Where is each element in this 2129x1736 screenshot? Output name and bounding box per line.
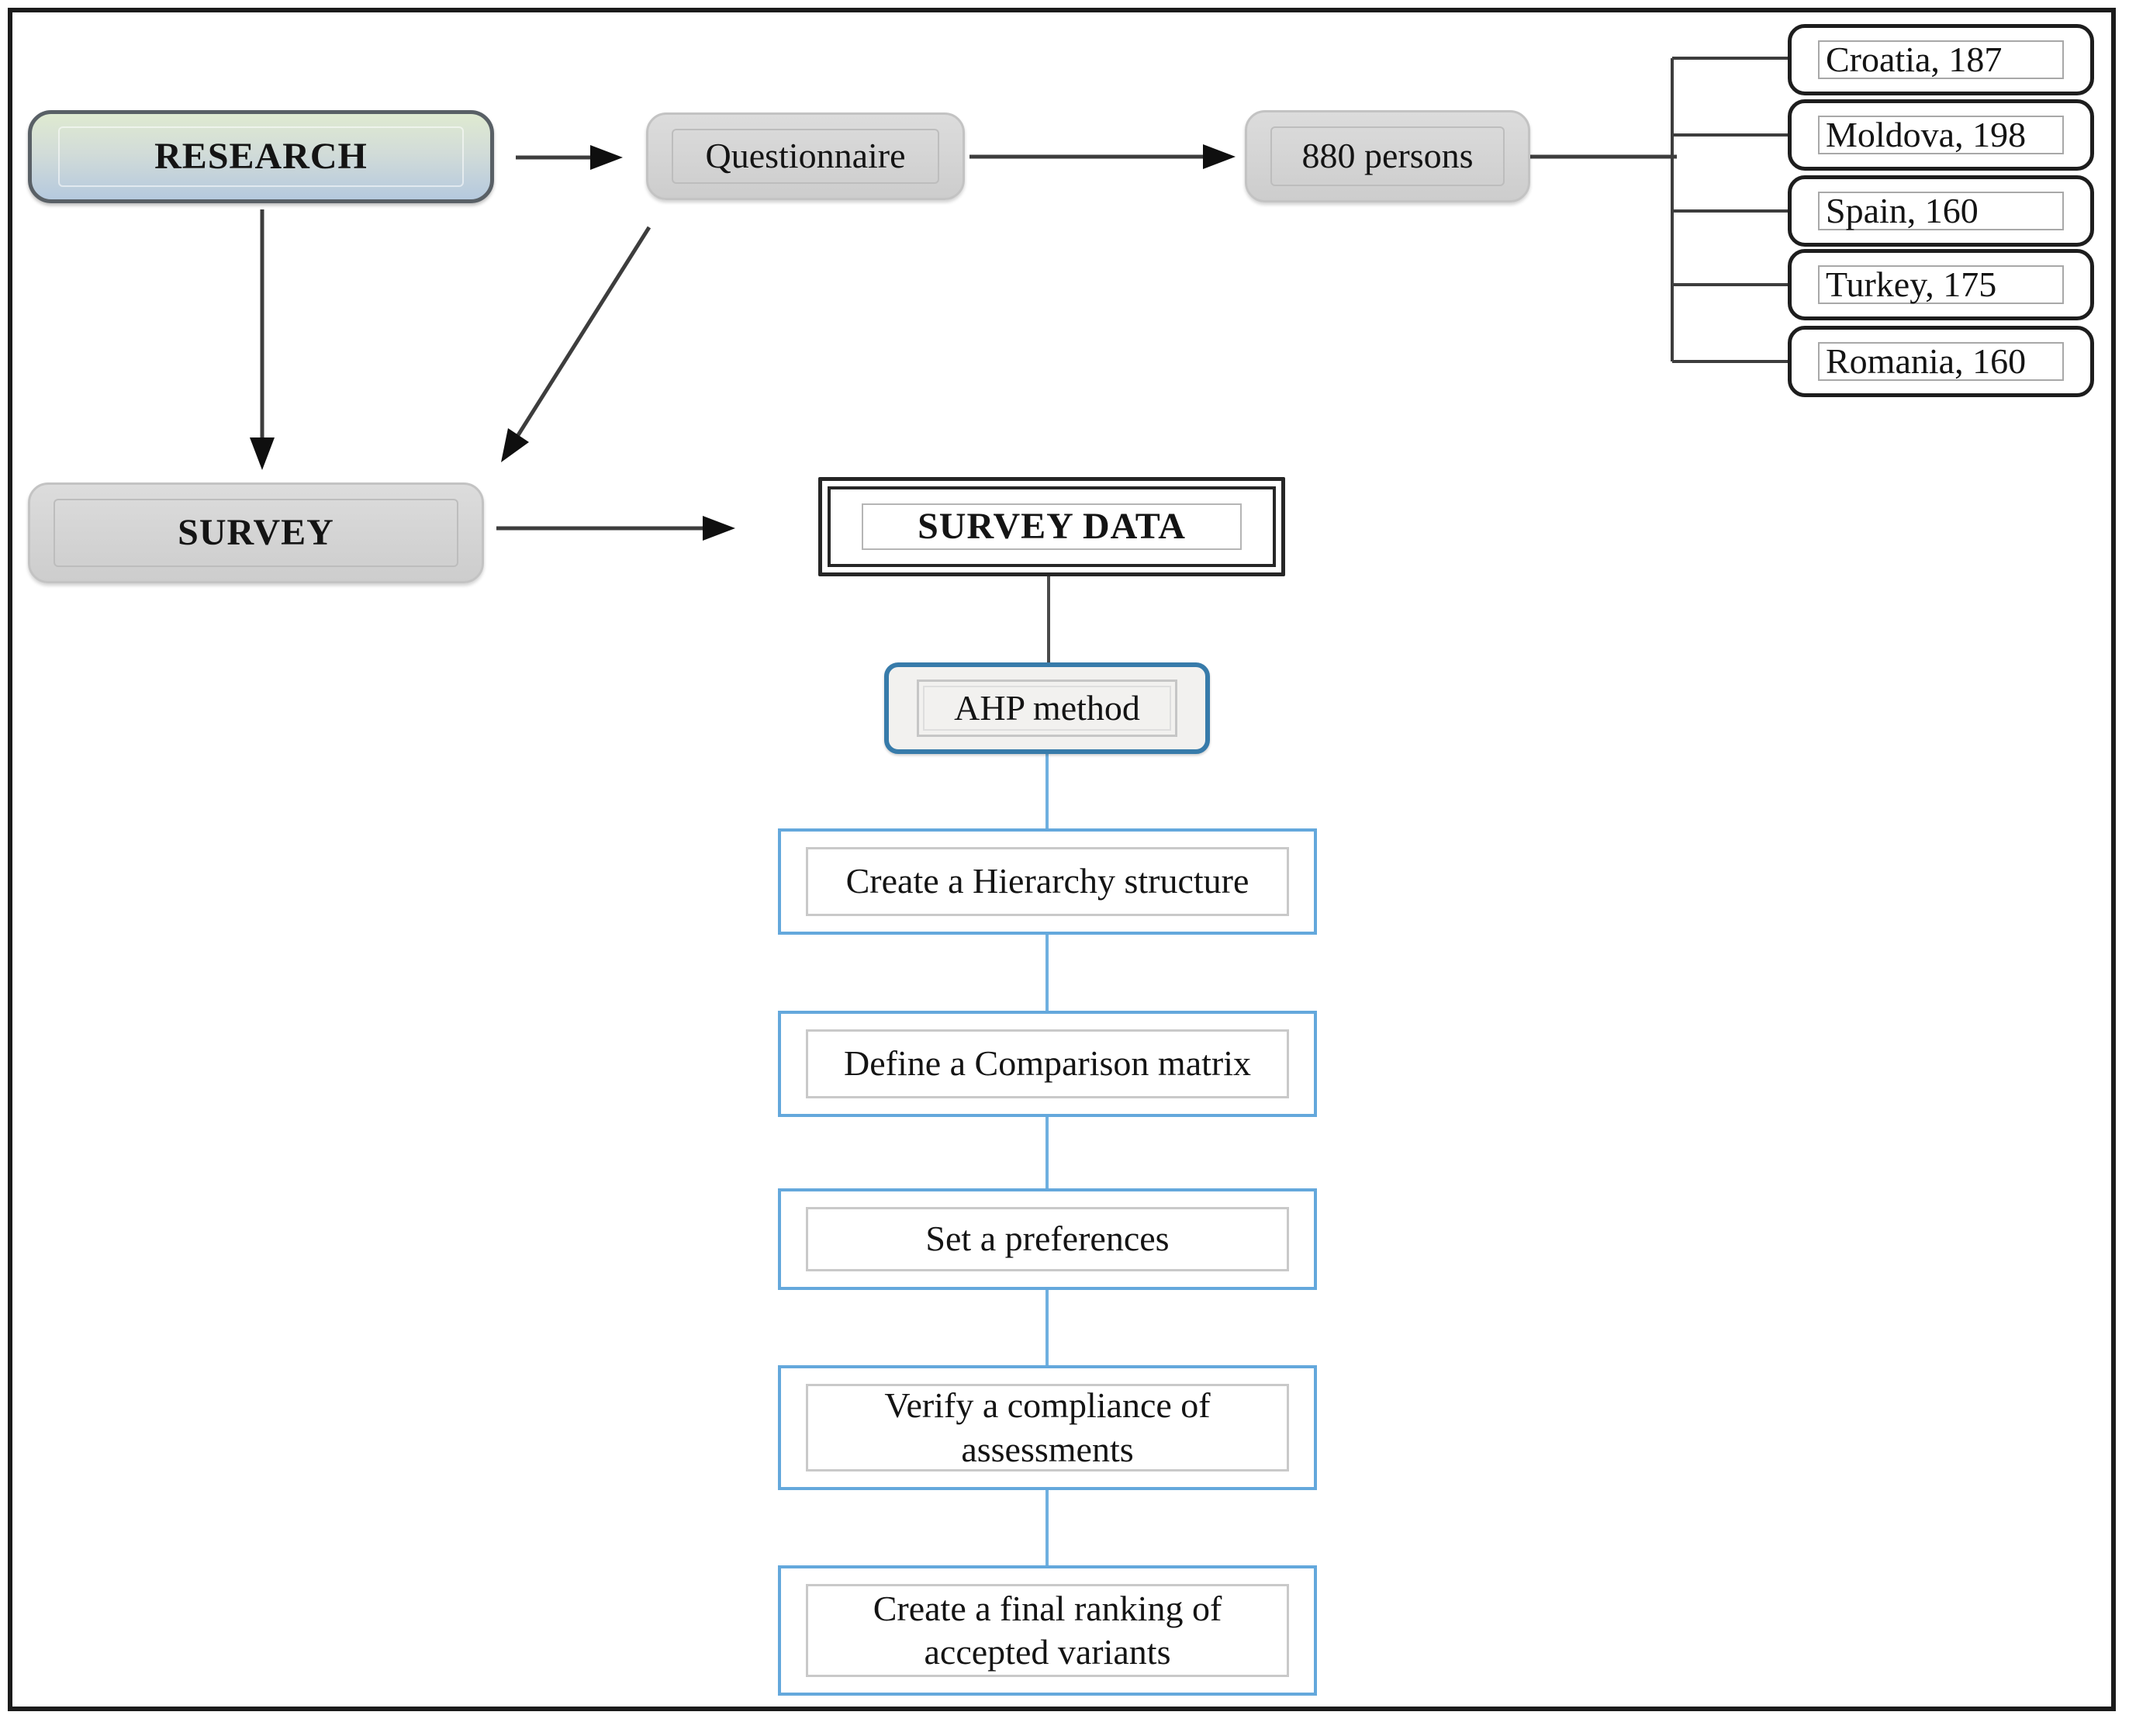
step5-label: Create a final ranking of accepted varia… (873, 1588, 1222, 1672)
ahp-label: AHP method (954, 687, 1140, 728)
survey-data-label: SURVEY DATA (918, 505, 1186, 547)
diagram-border-frame (8, 8, 2116, 1711)
spain-label: Spain, 160 (1826, 190, 1979, 230)
node-questionnaire: Questionnaire (646, 112, 965, 200)
research-label: RESEARCH (154, 135, 368, 177)
croatia-label: Croatia, 187 (1826, 39, 2003, 79)
turkey-label: Turkey, 175 (1826, 264, 1997, 304)
node-survey-data: SURVEY DATA (818, 477, 1285, 576)
step1-label: Create a Hierarchy structure (845, 861, 1249, 901)
country-box-moldova: Moldova, 198 (1788, 99, 2094, 171)
arrow-questionnaire-to-survey-line (516, 226, 651, 437)
country-box-spain: Spain, 160 (1788, 175, 2094, 247)
step3-label: Set a preferences (925, 1219, 1170, 1259)
node-ahp-method: AHP method (884, 662, 1210, 754)
country-box-turkey: Turkey, 175 (1788, 249, 2094, 320)
step-box-verify-compliance: Verify a compliance of assessments (778, 1365, 1317, 1490)
romania-label: Romania, 160 (1826, 341, 2027, 381)
moldova-label: Moldova, 198 (1826, 114, 2027, 154)
arrow-questionnaire-to-persons-head (1203, 144, 1236, 169)
step-box-final-ranking: Create a final ranking of accepted varia… (778, 1565, 1317, 1696)
step2-label: Define a Comparison matrix (843, 1043, 1252, 1084)
step-box-comparison-matrix: Define a Comparison matrix (778, 1011, 1317, 1117)
step-box-preferences: Set a preferences (778, 1188, 1317, 1290)
node-research: RESEARCH (28, 110, 494, 203)
persons-label: 880 persons (1301, 136, 1474, 176)
step4-label: Verify a compliance of assessments (884, 1385, 1211, 1469)
step-box-hierarchy: Create a Hierarchy structure (778, 828, 1317, 935)
arrow-research-to-questionnaire-head (590, 145, 623, 170)
country-box-croatia: Croatia, 187 (1788, 24, 2094, 95)
arrow-research-to-survey-head (250, 437, 275, 470)
questionnaire-label: Questionnaire (705, 136, 906, 176)
node-880-persons: 880 persons (1245, 110, 1530, 202)
arrow-questionnaire-to-survey-head (501, 428, 529, 462)
node-survey: SURVEY (28, 482, 484, 583)
survey-label: SURVEY (178, 511, 334, 553)
country-box-romania: Romania, 160 (1788, 326, 2094, 397)
arrow-survey-to-surveydata-head (703, 516, 735, 541)
survey-data-inner-frame: SURVEY DATA (828, 486, 1276, 567)
